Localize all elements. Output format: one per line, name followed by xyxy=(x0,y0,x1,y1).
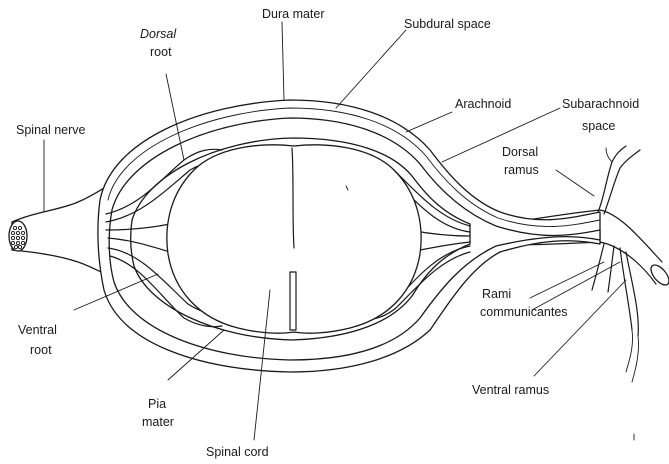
spinal-nerve-right xyxy=(470,146,669,382)
label-ventral-root-2: root xyxy=(30,343,52,357)
label-dorsal-root-1: Dorsal xyxy=(140,27,177,41)
label-arachnoid: Arachnoid xyxy=(455,97,511,111)
label-subarachnoid-2: space xyxy=(582,119,615,133)
label-pia-1: Pia xyxy=(148,397,166,411)
label-rami-1: Rami xyxy=(482,287,511,301)
label-dorsal-ramus-2: ramus xyxy=(504,163,539,177)
label-rami-2: communicantes xyxy=(480,305,568,319)
label-pia-2: mater xyxy=(142,415,174,429)
label-dorsal-ramus-1: Dorsal xyxy=(502,145,538,159)
label-ventral-ramus: Ventral ramus xyxy=(472,383,549,397)
spinal-nerve-left xyxy=(9,186,110,276)
label-subdural-space: Subdural space xyxy=(404,17,491,31)
label-spinal-nerve: Spinal nerve xyxy=(16,123,86,137)
label-spinal-cord: Spinal cord xyxy=(206,445,269,459)
label-dura-mater: Dura mater xyxy=(262,7,325,21)
label-ventral-root-1: Ventral xyxy=(18,323,57,337)
label-dorsal-root-2: root xyxy=(150,45,172,59)
label-subarachnoid-1: Subarachnoid xyxy=(562,97,639,111)
